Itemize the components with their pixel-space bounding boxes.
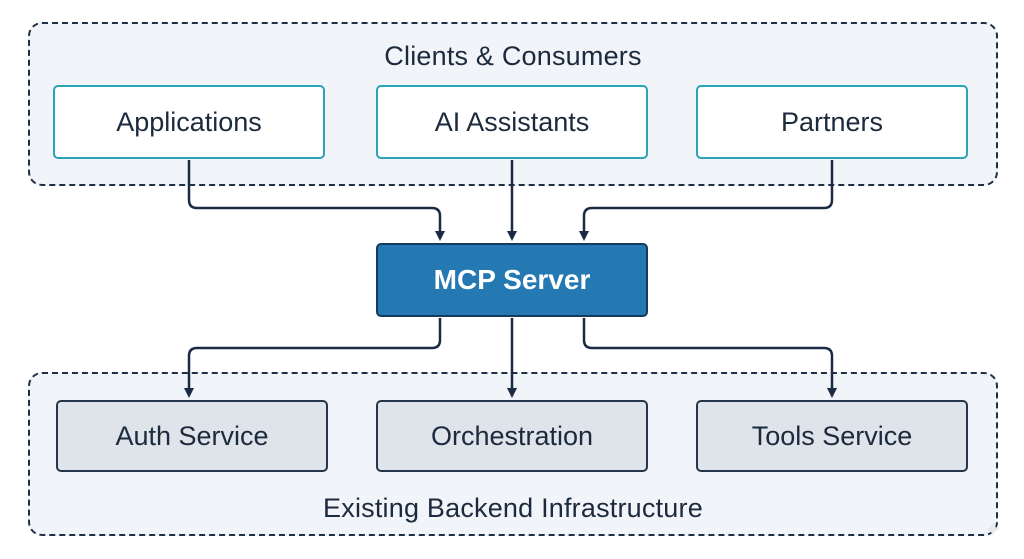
- node-applications: Applications: [53, 85, 325, 159]
- node-partners: Partners: [696, 85, 968, 159]
- node-auth-service: Auth Service: [56, 400, 328, 472]
- sparkle-icon: ✦: [983, 517, 1002, 542]
- node-ai-assistants: AI Assistants: [376, 85, 648, 159]
- clients-group-label: Clients & Consumers: [384, 41, 642, 71]
- backend-group-label: Existing Backend Infrastructure: [323, 493, 703, 523]
- node-tools-service: Tools Service: [696, 400, 968, 472]
- node-mcp-server: MCP Server: [376, 243, 648, 317]
- node-orchestration: Orchestration: [376, 400, 648, 472]
